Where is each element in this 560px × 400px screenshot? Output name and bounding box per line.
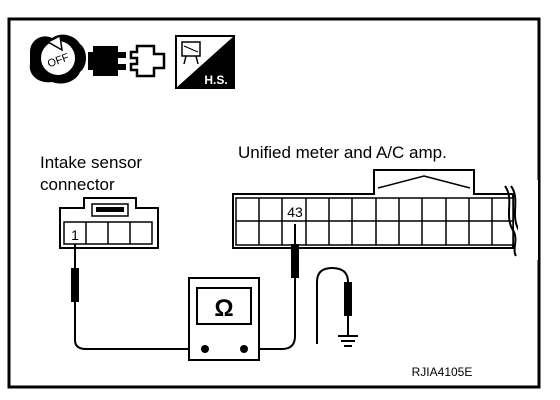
harness-service-icon: H.S. xyxy=(175,35,235,89)
figure-code: RJIA4105E xyxy=(412,365,473,379)
probe-wire-intake xyxy=(71,244,205,350)
meter-amp-label: Unified meter and A/C amp. xyxy=(238,143,447,162)
ground-symbol-icon xyxy=(338,335,358,347)
probe-wire-meter xyxy=(244,224,299,350)
meter-amp-connector: 43 xyxy=(232,169,538,260)
ground-wire xyxy=(316,266,352,344)
intake-sensor-connector: 1 xyxy=(59,197,159,249)
intake-sensor-label-line1: Intake sensor xyxy=(40,153,142,172)
ohmmeter-terminal-right xyxy=(240,345,248,353)
ohmmeter-terminal-left xyxy=(201,345,209,353)
disconnect-connector-icon xyxy=(88,44,166,78)
ignition-key-icon: OFF xyxy=(29,34,86,84)
intake-terminal-label: 1 xyxy=(71,227,79,243)
intake-sensor-label-line2: connector xyxy=(40,175,115,194)
meter-terminal-label: 43 xyxy=(287,204,303,220)
harness-badge-label: H.S. xyxy=(204,73,227,87)
meter-probe-icon xyxy=(181,41,201,65)
ohm-symbol-icon: Ω xyxy=(214,295,233,322)
ohmmeter: Ω xyxy=(188,277,260,361)
